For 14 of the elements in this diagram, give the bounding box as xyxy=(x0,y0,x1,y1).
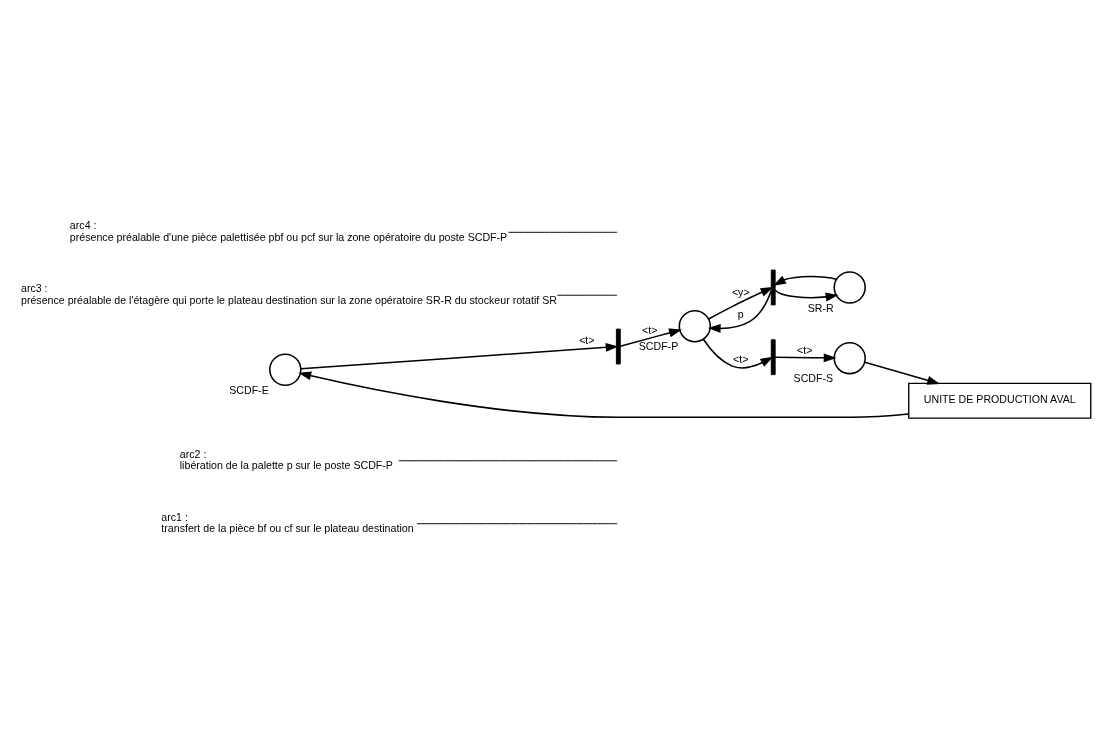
node-text: arc1 : transfert de la pièce bf ou cf sur le plateau destination xyxy=(161,510,414,535)
edge-label: <t> xyxy=(579,334,595,347)
edge-label: p xyxy=(737,308,744,321)
node-text: arc2 : libération de la palette p sur le poste SCDF-P xyxy=(179,447,393,472)
edge-label: <y> xyxy=(731,286,750,298)
edge-label: <t> xyxy=(796,344,813,357)
node-label: SCDF-E xyxy=(229,383,269,396)
edge-label: <t> xyxy=(642,323,658,336)
node-label: SCDF-S xyxy=(793,372,834,385)
edge-label: <t> xyxy=(733,352,749,365)
node-text: arc3 : présence préalable de l'étagère qui porte le plateau destination sur la zone opératoire SR-R du stockeur rotatif SR xyxy=(20,282,557,306)
node-text: arc4 : présence préalable d'une pièce palettisée pbf ou pcf sur la zone opératoire du poste SCDF-P xyxy=(69,219,508,243)
node-label: SCDF-P xyxy=(638,340,679,353)
node-label: SR-R xyxy=(807,301,834,314)
